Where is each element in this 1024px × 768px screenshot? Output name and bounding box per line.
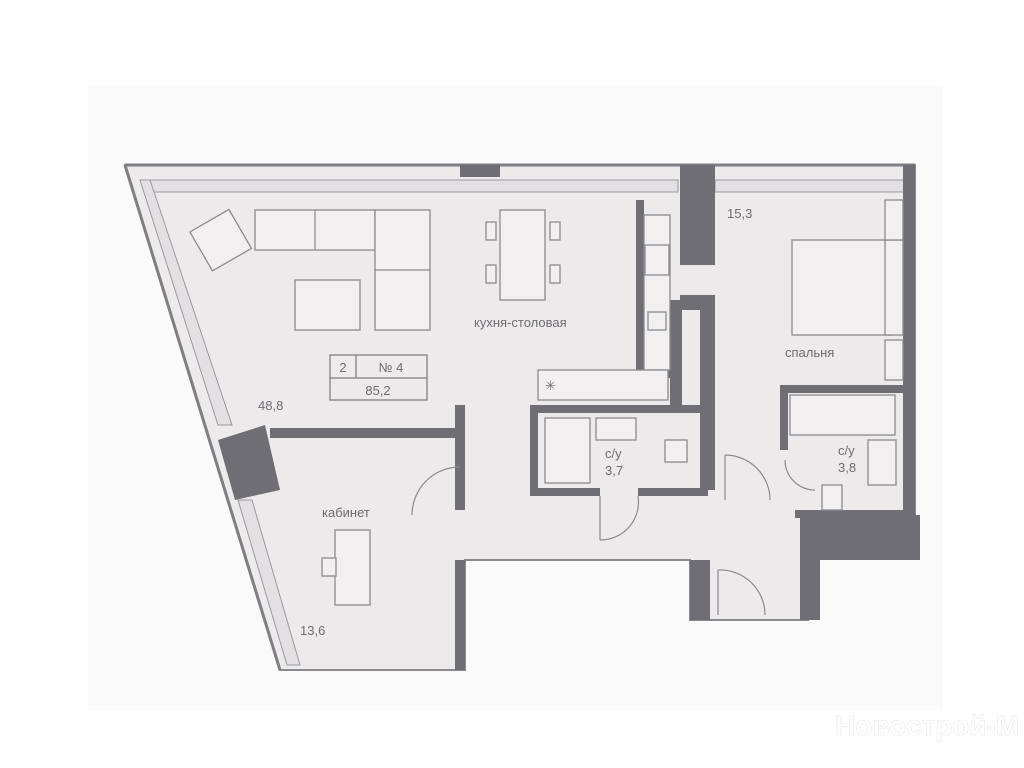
stove xyxy=(644,244,670,276)
sink xyxy=(647,311,667,331)
chair xyxy=(321,557,337,577)
bedroom-area: 15,3 xyxy=(727,206,752,221)
dining-table xyxy=(499,209,546,301)
shower xyxy=(544,417,591,484)
apartment-number: № 4 xyxy=(379,360,404,375)
coffee-table xyxy=(294,279,361,331)
bathtub xyxy=(789,394,896,436)
rooms-count: 2 xyxy=(339,360,346,375)
watermark: Новострой-М xyxy=(835,710,1019,741)
toilet xyxy=(664,439,688,463)
bathroom2-area: 3,8 xyxy=(838,460,856,475)
furniture: ✳ xyxy=(189,199,904,606)
washbasin-2 xyxy=(867,439,897,486)
total-area: 85,2 xyxy=(365,383,390,398)
living-area: 48,8 xyxy=(258,398,283,413)
bathroom1-label: с/у xyxy=(605,446,622,461)
bathroom1-area: 3,7 xyxy=(605,463,623,478)
bed xyxy=(791,239,893,336)
armchair xyxy=(189,208,253,272)
office-area: 13,6 xyxy=(300,623,325,638)
kitchen-label: кухня-столовая xyxy=(474,315,567,330)
kitchen-counter-low xyxy=(537,369,669,401)
walls xyxy=(218,165,920,670)
ventilation-icon: ✳ xyxy=(545,378,556,393)
kitchen-counter xyxy=(643,214,671,371)
desk xyxy=(334,529,371,606)
bedroom-label: спальня xyxy=(785,345,834,360)
apartment-info-plate: 2 № 4 85,2 xyxy=(329,354,428,401)
office-label: кабинет xyxy=(322,505,370,520)
doors xyxy=(411,454,816,616)
bathroom2-label: с/у xyxy=(838,443,855,458)
windows xyxy=(123,163,915,671)
toilet-2 xyxy=(821,484,843,511)
washbasin xyxy=(595,417,637,441)
